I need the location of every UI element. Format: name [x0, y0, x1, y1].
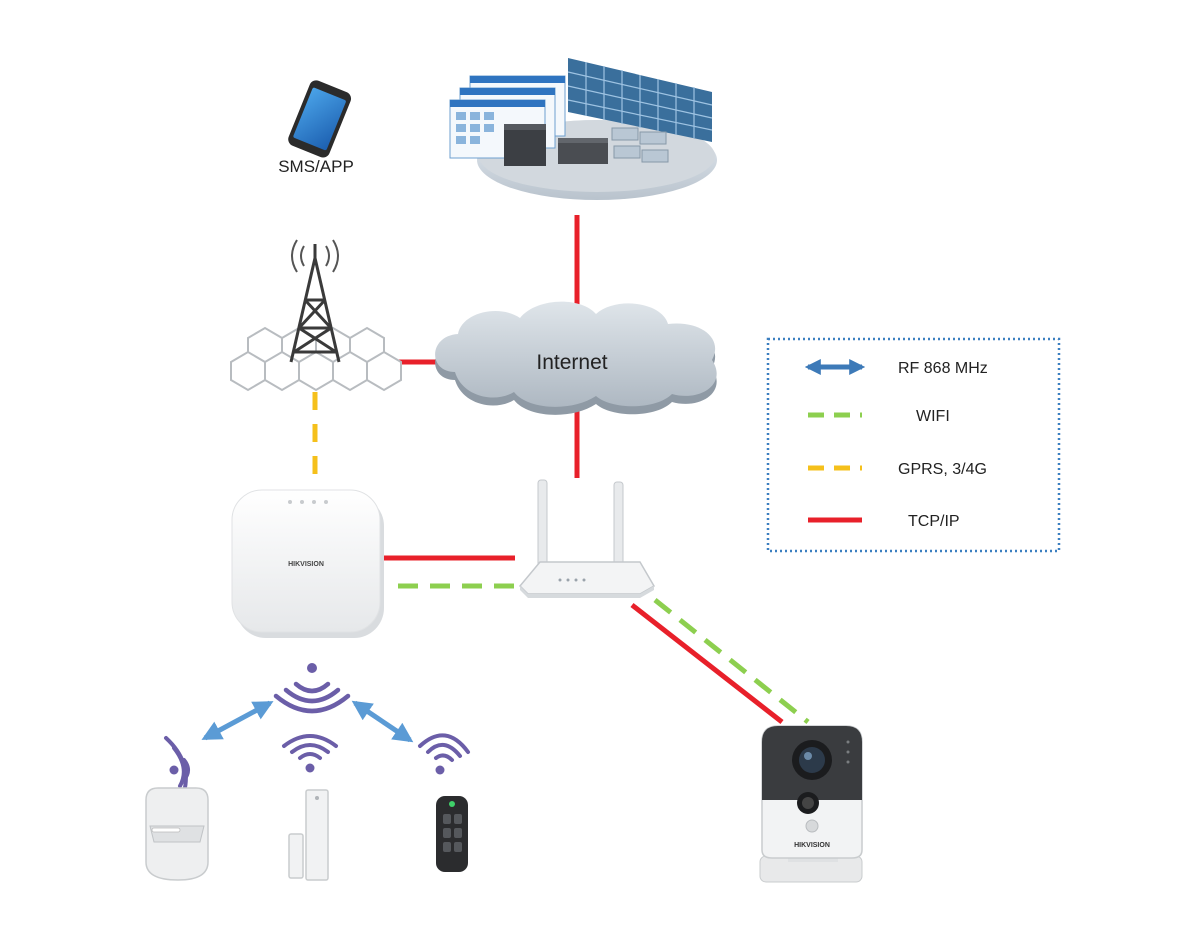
- pir-signal-icon: [164, 736, 190, 794]
- smartphone-icon: [288, 80, 352, 158]
- rf-arrow-right: [351, 700, 414, 743]
- legend: RF 868 MHz WIFI GPRS, 3/4G TCP/IP: [766, 337, 1061, 553]
- monitoring-center-icon: [449, 58, 717, 200]
- keyfob-icon: [436, 796, 468, 872]
- door-signal-icon: [282, 734, 338, 773]
- hub-brand: HIKVISION: [288, 561, 324, 568]
- rf-arrow-left: [201, 700, 274, 741]
- internet-label: Internet: [536, 351, 607, 374]
- connections: [201, 215, 810, 743]
- camera-brand: HIKVISION: [794, 842, 830, 849]
- cloud-icon: [435, 301, 717, 415]
- cell-tower-icon: [230, 239, 402, 392]
- pir-detector-icon: [145, 787, 209, 881]
- alarm-hub-icon: HIKVISION: [231, 489, 384, 638]
- legend-item-gprs: GPRS, 3/4G: [808, 461, 987, 478]
- legend-label-tcpip: TCP/IP: [908, 513, 960, 530]
- tcpip-line-router-camera: [630, 603, 784, 724]
- legend-border: [766, 337, 1061, 553]
- legend-label-wifi: WIFI: [916, 408, 950, 425]
- wireless-signal-icon: [273, 663, 351, 714]
- legend-item-wifi: WIFI: [808, 408, 950, 425]
- keyfob-signal-icon: [418, 733, 470, 775]
- door-contact-icon: [288, 789, 329, 881]
- phone-label: SMS/APP: [278, 157, 354, 176]
- legend-label-gprs: GPRS, 3/4G: [898, 461, 987, 478]
- wifi-router-icon: [518, 479, 656, 598]
- legend-label-rf: RF 868 MHz: [898, 360, 988, 377]
- legend-item-rf: RF 868 MHz: [804, 358, 988, 377]
- ip-camera-icon: HIKVISION: [759, 725, 863, 883]
- wifi-line-router-camera: [653, 598, 810, 724]
- legend-item-tcpip: TCP/IP: [808, 513, 960, 530]
